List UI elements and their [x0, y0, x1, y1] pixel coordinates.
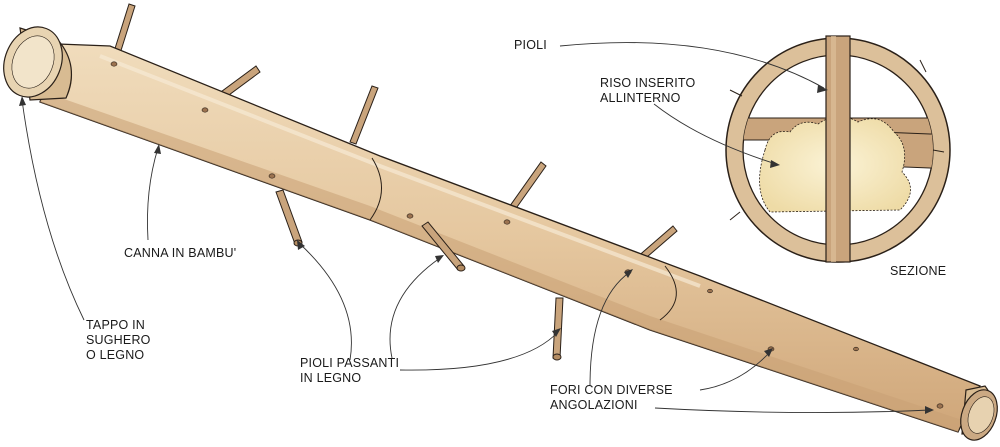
- cork-cap-left: [3, 26, 72, 101]
- label-sezione: SEZIONE: [890, 264, 947, 278]
- bamboo-cane: [39, 43, 981, 433]
- label-fori: FORI CON DIVERSE ANGOLAZIONI: [550, 383, 673, 412]
- cross-section: [725, 35, 951, 263]
- label-tappo: TAPPO IN SUGHERO O LEGNO: [86, 318, 151, 362]
- label-canna: CANNA IN BAMBU': [124, 246, 237, 260]
- label-riso: RISO INSERITO ALLINTERNO: [600, 76, 696, 105]
- holes: [110, 61, 944, 409]
- leader-lines: [21, 42, 931, 414]
- label-pioli: PIOLI: [514, 38, 547, 52]
- cork-cap-right: [960, 385, 998, 441]
- leader-arrowheads: [19, 85, 934, 414]
- label-pioli-passanti: PIOLI PASSANTI IN LEGNO: [300, 356, 400, 385]
